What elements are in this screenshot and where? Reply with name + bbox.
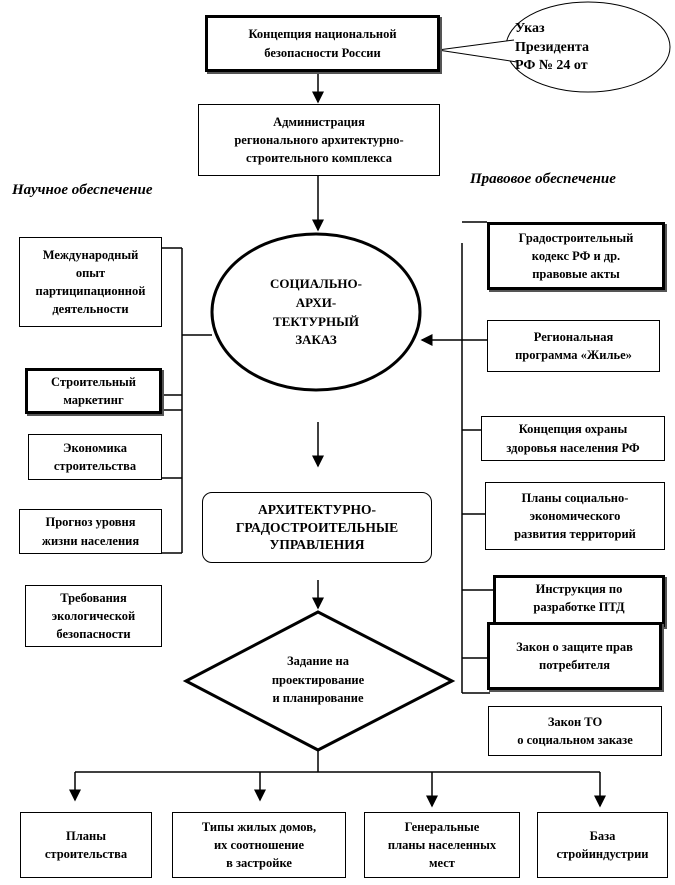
right-box-urban-code: Градостроительный кодекс РФ и др. правов… <box>487 222 665 290</box>
left-box-construction-economics: Экономика строительства <box>28 434 162 480</box>
legal-support-label: Правовое обеспечение <box>470 171 616 187</box>
bottom-box-house-types: Типы жилых домов, их соотношение в застр… <box>172 812 346 878</box>
left-box-construction-marketing: Строительный маркетинг <box>25 368 162 414</box>
right-box-social-order-law: Закон ТО о социальном заказе <box>488 706 662 756</box>
left-box-ecological-requirements: Требования экологической безопасности <box>25 585 162 647</box>
right-box-consumer-protection-law: Закон о защите прав потребителя <box>487 622 662 690</box>
bottom-box-construction-plans: Планы строительства <box>20 812 152 878</box>
social-architectural-order: СОЦИАЛЬНО- АРХИ- ТЕКТУРНЫЙ ЗАКАЗ <box>270 275 362 348</box>
left-box-international-experience: Международный опыт партиципационной деят… <box>19 237 162 327</box>
decree-callout-tail <box>437 39 518 63</box>
bottom-box-construction-industry: База стройиндустрии <box>537 812 668 878</box>
administration-box: Администрация регионального архитектурно… <box>198 104 440 176</box>
national-security-concept-box: Концепция национальной безопасности Росс… <box>205 15 440 72</box>
design-task-text: Задание на проектирование и планирование <box>271 653 365 706</box>
architectural-departments-box: АРХИТЕКТУРНО- ГРАДОСТРОИТЕЛЬНЫЕ УПРАВЛЕН… <box>202 492 432 563</box>
right-box-development-plans: Планы социально- экономического развития… <box>485 482 665 550</box>
order-ellipse <box>210 232 422 392</box>
bottom-box-master-plans: Генеральные планы населенных мест <box>364 812 520 878</box>
right-box-ptd-instruction: Инструкция по разработке ПТД <box>493 575 665 627</box>
decree-text: Указ Президента РФ № 24 от <box>515 20 589 74</box>
right-box-housing-program: Региональная программа «Жилье» <box>487 320 660 372</box>
right-box-health-concept: Концепция охраны здоровья населения РФ <box>481 416 665 461</box>
left-box-living-standard-forecast: Прогноз уровня жизни населения <box>19 509 162 554</box>
science-support-label: Научное обеспечение <box>12 182 153 198</box>
